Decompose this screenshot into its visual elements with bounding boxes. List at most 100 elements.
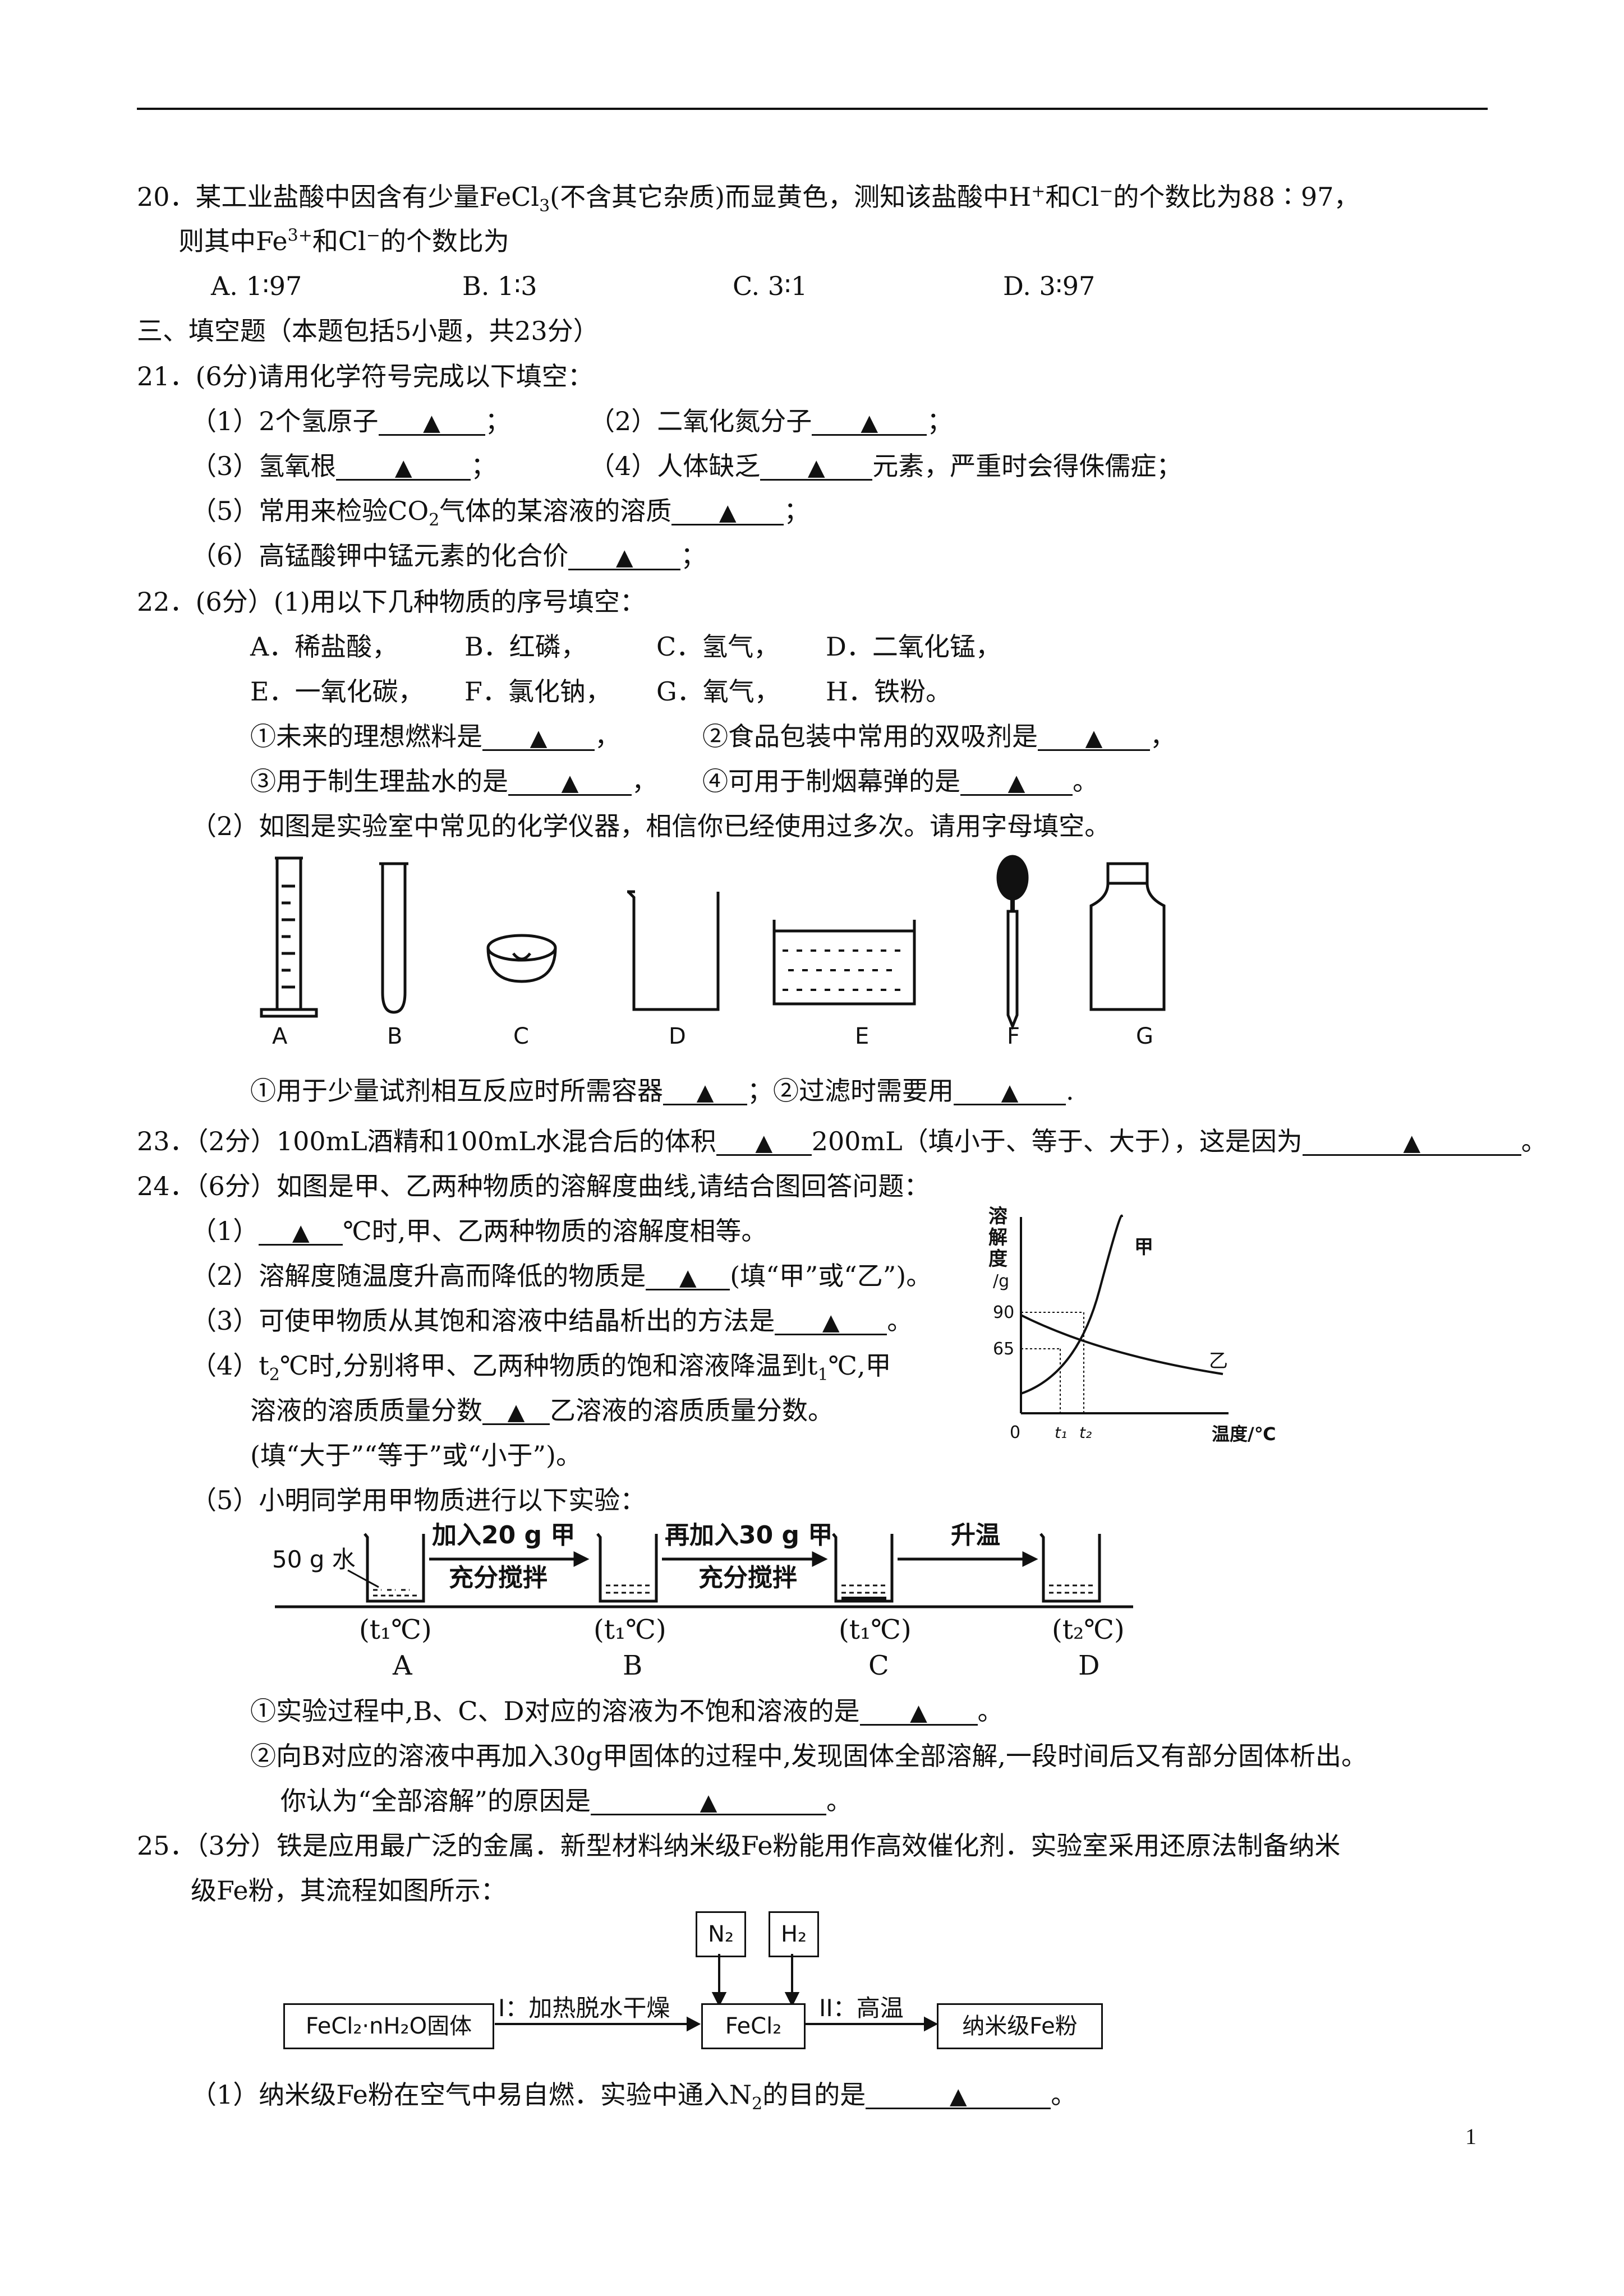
answer-blank[interactable]: ▲ [760, 453, 873, 481]
series-yi-line [1020, 1314, 1223, 1375]
beaker-icon [596, 1533, 658, 1603]
q22-sub5: ①用于少量试剂相互反应时所需容器▲；②过滤时需要用▲. [250, 1076, 1074, 1106]
answer-blank[interactable]: ▲ [646, 1263, 730, 1290]
q21-part6: （6）高锰酸钾中锰元素的化合价▲； [191, 541, 707, 571]
flow-box-end: 纳米级Fe粉 [937, 2003, 1103, 2049]
x-axis-label: 温度/℃ [1212, 1423, 1276, 1445]
beaker-label: C [868, 1650, 889, 1681]
temp-label: (t₁℃) [359, 1614, 432, 1645]
temp-label: (t₁℃) [594, 1614, 666, 1645]
q22-sub4: ④可用于制烟幕弹的是▲。 [702, 766, 1098, 796]
q22-choice: F．氯化钠， [464, 676, 611, 707]
temp-label: (t₁℃) [839, 1614, 912, 1645]
apparatus-label: A [272, 1023, 288, 1049]
origin-label: 0 [1010, 1423, 1020, 1442]
page-number: 1 [1465, 2124, 1476, 2149]
q21-part2: （2）二氧化氮分子▲； [589, 406, 953, 436]
q22-stem: 22．(6分）(1)用以下几种物质的序号填空： [137, 587, 646, 617]
answer-blank[interactable]: ▲ [960, 768, 1073, 796]
q24-part3: （3）可使甲物质从其饱和溶液中结晶析出的方法是▲。 [191, 1306, 913, 1336]
header-rule [137, 108, 1488, 110]
q22-choice: H．铁粉。 [826, 676, 952, 707]
arrow-icon [662, 1551, 828, 1567]
answer-blank[interactable]: ▲ [866, 2082, 1051, 2109]
beaker-label: B [623, 1650, 643, 1681]
q21-stem: 21．(6分)请用化学符号完成以下填空： [137, 361, 594, 391]
answer-blank[interactable]: ▲ [954, 1078, 1066, 1105]
flow-arrows [495, 1954, 938, 2032]
q20-line2: 则其中Fe3+和Cl−的个数比为 [178, 225, 509, 256]
answer-blank[interactable]: ▲ [336, 453, 471, 481]
q22-choice: C．氢气， [656, 631, 780, 662]
answer-blank[interactable]: ▲ [508, 768, 632, 796]
series-label: 甲 [1134, 1236, 1153, 1258]
answer-blank[interactable]: ▲ [378, 408, 485, 436]
answer-blank[interactable]: ▲ [591, 1788, 827, 1815]
graduated-cylinder-icon [260, 856, 318, 1018]
water-trough-icon [772, 920, 916, 1006]
answer-blank[interactable]: ▲ [663, 1078, 747, 1105]
q25-part1: （1）纳米级Fe粉在空气中易自燃．实验中通入N2的目的是▲。 [191, 2080, 1077, 2114]
answer-blank[interactable]: ▲ [859, 1698, 978, 1726]
answer-blank[interactable]: ▲ [482, 1398, 550, 1425]
answer-blank[interactable]: ▲ [775, 1308, 887, 1335]
step-label: 加入20 g 甲 [432, 1521, 576, 1550]
q20-option-b: B. 1∶3 [462, 271, 537, 301]
apparatus-label: F [1007, 1023, 1020, 1049]
y-tick-label: 90 [993, 1303, 1014, 1322]
x-tick-label: t₂ [1079, 1423, 1092, 1442]
q24-part2: （2）溶解度随温度升高而降低的物质是▲(填“甲”或“乙”)。 [191, 1261, 932, 1291]
q24-stem: 24．（6分）如图是甲、乙两种物质的溶解度曲线,请结合图回答问题： [137, 1171, 930, 1201]
answer-blank[interactable]: ▲ [1038, 723, 1150, 751]
dropper-icon [996, 855, 1029, 1030]
q20-option-d: D. 3∶97 [1003, 271, 1096, 301]
apparatus-label: C [513, 1023, 529, 1049]
beaker-icon [364, 1533, 425, 1603]
step-label: 再加入30 g 甲 [665, 1521, 833, 1550]
q25-line2: 级Fe粉，其流程如图所示： [191, 1875, 507, 1906]
answer-blank[interactable]: ▲ [812, 408, 927, 436]
q24-part4: （4）t2℃时,分别将甲、乙两种物质的饱和溶液降温到t1℃,甲 [191, 1350, 891, 1385]
apparatus-label: D [669, 1023, 686, 1049]
beaker-label: A [393, 1650, 412, 1681]
arrow-icon [898, 1551, 1038, 1567]
answer-blank[interactable]: ▲ [1302, 1128, 1521, 1156]
beaker-icon [1039, 1533, 1101, 1603]
answer-blank[interactable]: ▲ [716, 1128, 812, 1156]
evaporating-dish-icon [486, 934, 557, 983]
q22-choice: D．二氧化锰， [826, 631, 1001, 662]
y-axis-label-part: 解 [988, 1227, 1007, 1249]
water-label: 50 g 水 [272, 1546, 356, 1573]
series-jia-line [1020, 1214, 1123, 1395]
q24-sub1: ①实验过程中,B、C、D对应的溶液为不饱和溶液的是▲。 [250, 1696, 1004, 1726]
flow-box-middle: FeCl₂ [701, 2003, 806, 2049]
answer-blank[interactable]: ▲ [259, 1218, 343, 1246]
answer-blank[interactable]: ▲ [568, 543, 681, 570]
q21-part4: （4）人体缺乏▲元素，严重时会得侏儒症； [589, 451, 1183, 481]
q21-part5: （5）常用来检验CO2气体的某溶液的溶质▲； [191, 496, 810, 531]
gas-h2-box: H₂ [769, 1911, 819, 1957]
q20-option-a: A. 1∶97 [211, 271, 302, 301]
beaker-icon [627, 890, 720, 1011]
q22-choice: E．一氧化碳， [250, 676, 424, 707]
q24-part4-line2: 溶液的溶质质量分数▲乙溶液的溶质质量分数。 [250, 1395, 834, 1426]
q24-part1: （1）▲℃时,甲、乙两种物质的溶解度相等。 [191, 1216, 767, 1246]
q22-choice: G．氧气， [656, 676, 780, 707]
answer-blank[interactable]: ▲ [482, 723, 595, 751]
beaker-label: D [1078, 1650, 1100, 1681]
q25-line1: 25．（3分）铁是应用最广泛的金属．新型材料纳米级Fe粉能用作高效催化剂．实验室… [137, 1831, 1341, 1861]
gas-n2-box: N₂ [696, 1911, 746, 1957]
q23: 23．（2分）100mL酒精和100mL水混合后的体积▲200mL（填小于、等于… [137, 1126, 1547, 1156]
answer-blank[interactable]: ▲ [671, 498, 784, 525]
y-axis-label-part: 溶 [988, 1206, 1007, 1228]
q24-sub2: ②向B对应的溶液中再加入30g甲固体的过程中,发现固体全部溶解,一段时间后又有部… [250, 1741, 1368, 1771]
step-label: 升温 [951, 1521, 1000, 1550]
temp-label: (t₂℃) [1052, 1614, 1125, 1645]
q22-part2-stem: （2）如图是实验室中常见的化学仪器，相信你已经使用过多次。请用字母填空。 [191, 811, 1111, 841]
test-tube-icon [379, 862, 408, 1014]
experiment-diagram [275, 1533, 1133, 1608]
y-axis-label-part: 度 [988, 1248, 1007, 1270]
apparatus-label: G [1136, 1023, 1153, 1049]
x-tick-label: t₁ [1055, 1423, 1067, 1442]
